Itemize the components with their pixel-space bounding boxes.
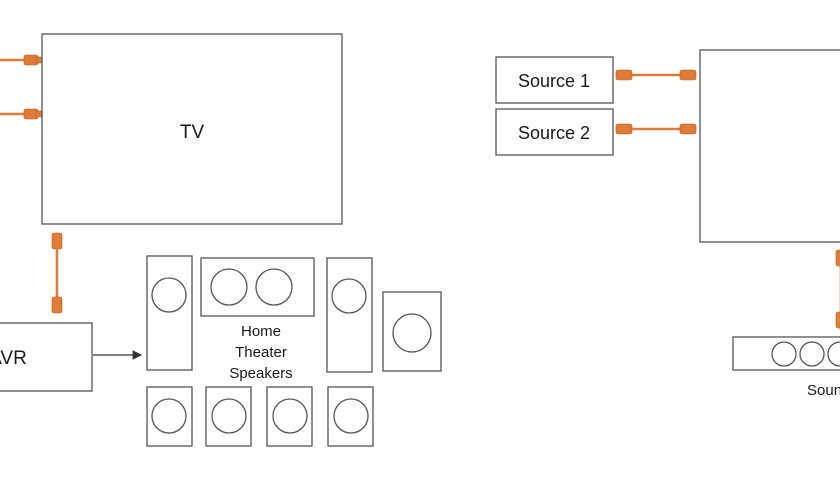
right-tv-box <box>699 49 840 243</box>
right-setup: Source 1 Source 2 <box>495 49 840 399</box>
speaker-front-left <box>146 255 193 371</box>
source-1-cable <box>615 69 697 81</box>
speaker-front-right <box>326 257 373 373</box>
soundbar-label: Soundbar <box>807 382 840 399</box>
left-setup: TV AVR <box>0 33 442 447</box>
tv-avr-cable <box>51 232 63 314</box>
source-1-label: Source 1 <box>518 71 590 91</box>
speaker-subwoofer <box>382 291 442 372</box>
speaker-rear-2 <box>205 386 252 447</box>
speaker-rear-3 <box>266 386 313 447</box>
tv-soundbar-cable <box>835 249 840 330</box>
source-2-cable <box>615 123 697 135</box>
tv-input-cable-2 <box>0 108 43 120</box>
tv-box: TV <box>41 33 343 225</box>
tv-input-cable-1 <box>0 54 43 66</box>
speakers-label-line2: Theater <box>235 344 287 361</box>
avr-box: AVR <box>0 322 93 392</box>
source-2-label: Source 2 <box>518 123 590 143</box>
speaker-rear-4 <box>327 386 374 447</box>
speaker-center <box>200 257 315 317</box>
speakers-label-line3: Speakers <box>229 365 292 382</box>
tv-label: TV <box>180 122 205 143</box>
speakers-label-line1: Home <box>241 323 281 340</box>
home-theater-speakers: Home Theater Speakers <box>146 255 442 447</box>
source-1-box: Source 1 <box>495 56 614 104</box>
avr-label: AVR <box>0 348 27 369</box>
source-2-box: Source 2 <box>495 108 614 156</box>
soundbar: Soundbar <box>732 336 840 399</box>
speaker-rear-1 <box>146 386 193 447</box>
